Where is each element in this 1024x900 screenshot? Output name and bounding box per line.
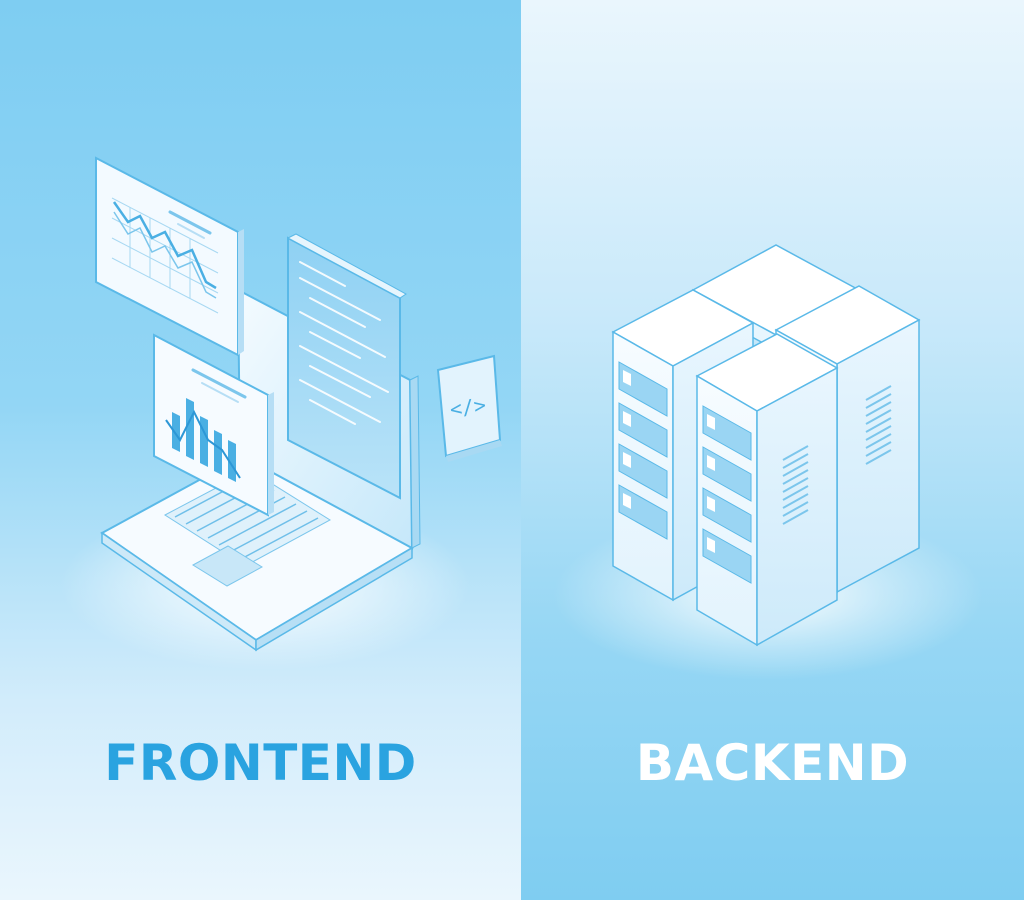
backend-label: BACKEND [635,734,910,792]
bar-chart-card [153,333,274,517]
code-window [286,233,407,500]
server-rack-icon [611,244,921,647]
frontend-label: FRONTEND [104,734,417,792]
frontend-panel: </> FRONTEND [0,0,521,900]
server-rack-illustration [553,244,983,680]
laptop-dashboard-illustration: </> [60,156,502,670]
line-chart-card [95,156,244,357]
vent-grille [782,445,809,525]
backend-panel: BACKEND [521,0,1024,900]
svg-text:</>: </> [448,393,487,422]
server-tower-front [695,333,839,647]
code-tag-icon: </> [436,354,502,462]
